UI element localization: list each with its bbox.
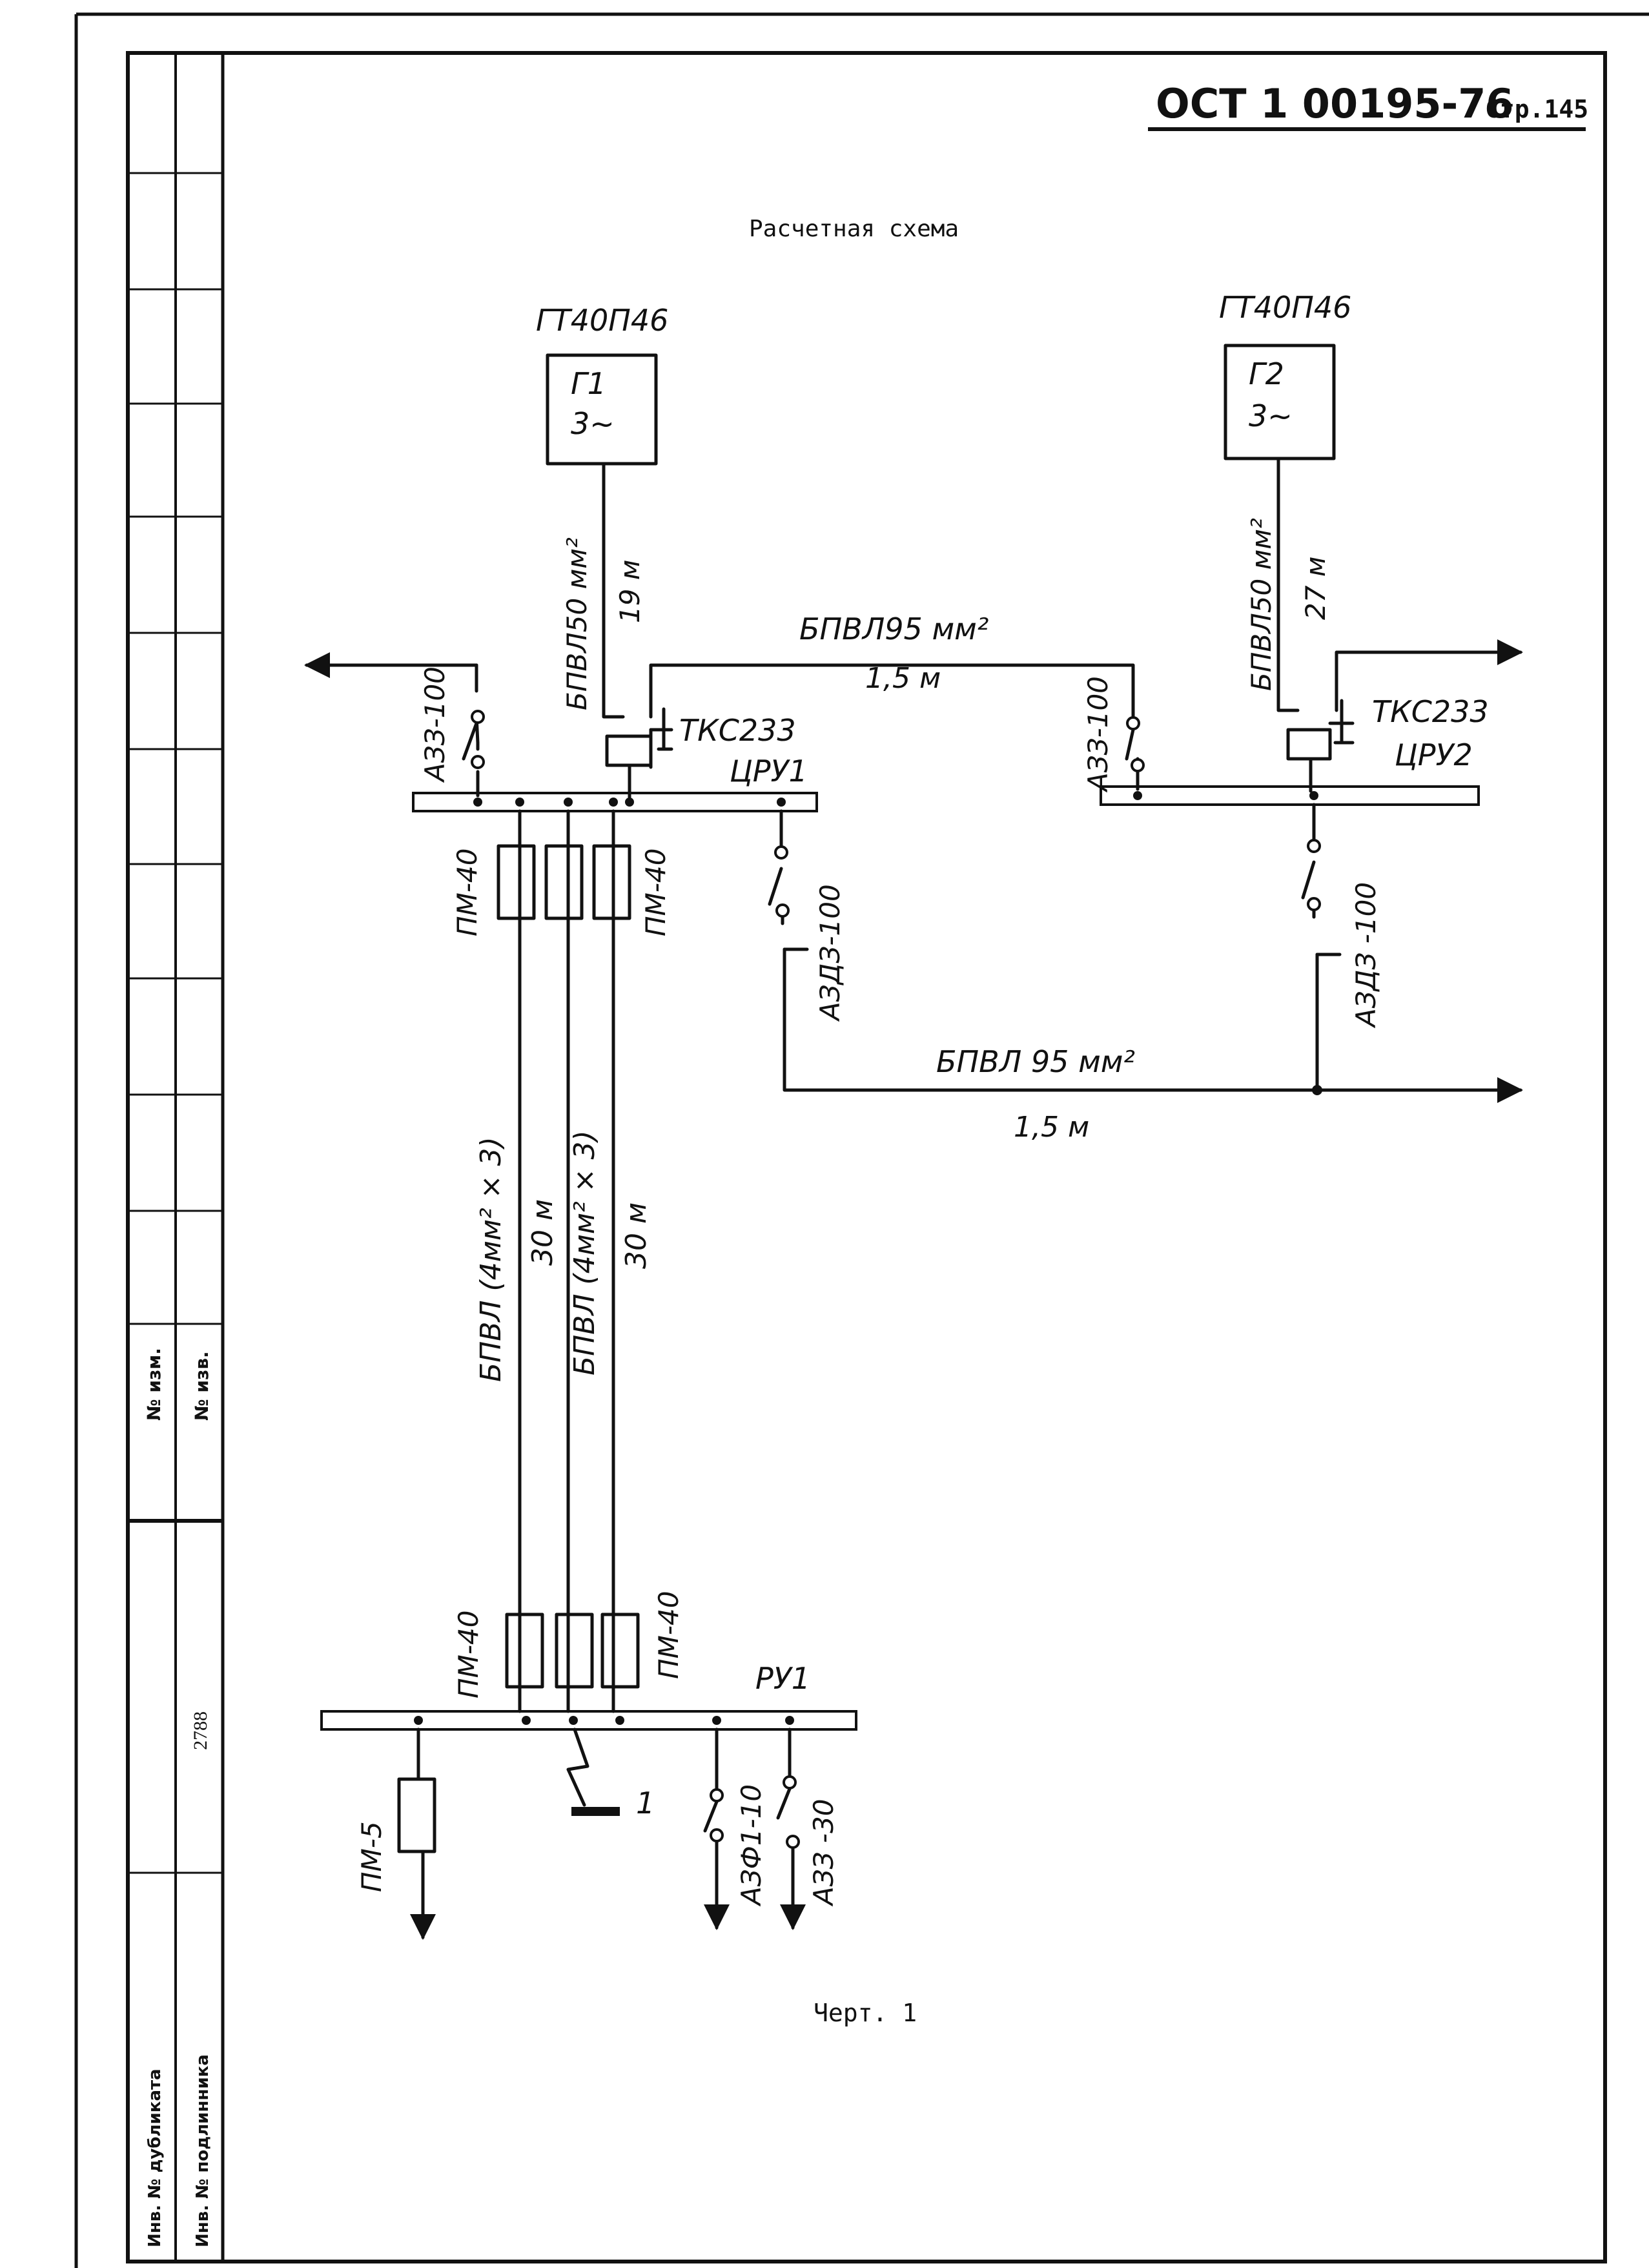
feeder-2-length: 30 м (620, 1202, 653, 1269)
breaker-azd-left: АЗДЗ-100 (814, 884, 846, 1022)
generator-g1-phase: 3~ (571, 406, 615, 441)
tie-top-cable: БПВЛ95 мм² (799, 612, 988, 646)
fuse-pm5: ПМ-5 (356, 1821, 387, 1892)
tie-bottom-length: 1,5 м (1014, 1111, 1089, 1144)
breaker-az3-left: АЗЗ-100 (419, 666, 451, 783)
bus-ru1-label: РУ1 (755, 1661, 810, 1696)
tie-top-length: 1,5 м (865, 662, 941, 695)
stamp-izv: № изв. (191, 1351, 212, 1421)
contactor-left-label: ТКС233 (679, 713, 796, 748)
generator-g1: ГТ40П46 Г1 3~ БПВЛ50 мм² 19 м (536, 303, 668, 710)
bus-cru1-label: ЦРУ1 (730, 754, 808, 789)
circuit-wiring (304, 457, 1523, 1940)
stamp-dublikat: Инв. № дубликата (145, 2068, 165, 2247)
generator-g1-cable: БПВЛ50 мм² (561, 537, 593, 710)
junction-dots (414, 791, 1322, 1725)
feeder-2-cable: БПВЛ (4мм² × 3) (568, 1130, 601, 1376)
generator-g2-cable: БПВЛ50 мм² (1245, 518, 1277, 691)
fuse-top-left: ПМ-40 (451, 849, 483, 936)
switch-contacts (471, 710, 1321, 1849)
generator-g2-length: 27 м (1300, 557, 1331, 620)
figure-caption: Черт. 1 (814, 1999, 917, 2027)
stamp-izm: № изм. (143, 1348, 165, 1421)
stamp: № изм. № изв. 2788 Инв. № дубликата Инв.… (143, 1348, 212, 2247)
doc-code: ОСТ 1 00195-76 (1156, 80, 1514, 127)
tie-bottom-cable: БПВЛ 95 мм² (936, 1044, 1135, 1079)
page-number: Стр.145 (1485, 95, 1588, 123)
generator-g1-name: Г1 (571, 366, 606, 401)
generator-g2-phase: 3~ (1249, 398, 1293, 433)
fuse-top-right: ПМ-40 (640, 849, 671, 936)
bus-cru2-label: ЦРУ2 (1395, 737, 1473, 772)
feeder-1-cable: БПВЛ (4мм² × 3) (475, 1137, 507, 1382)
breaker-az3-30: АЗЗ -30 (808, 1799, 839, 1907)
generator-g2: ГТ40П46 Г2 3~ БПВЛ50 мм² 27 м (1219, 290, 1351, 691)
breaker-azd-right: АЗДЗ -100 (1350, 882, 1382, 1029)
generator-g1-length: 19 м (614, 560, 646, 623)
generator-g2-type: ГТ40П46 (1219, 290, 1351, 325)
fuse-bot-right: ПМ-40 (653, 1591, 684, 1679)
page-header: ОСТ 1 00195-76 Стр.145 (1148, 80, 1588, 131)
generator-g1-type: ГТ40П46 (536, 303, 668, 338)
fault-label: 1 (636, 1786, 655, 1820)
contactor-right-label: ТКС233 (1372, 694, 1489, 729)
schematic-title: Расчетная схема (749, 216, 959, 242)
fuse-bot-left: ПМ-40 (453, 1611, 484, 1698)
sheet-frame (74, 12, 1649, 2268)
generator-g2-name: Г2 (1249, 356, 1284, 391)
feeder-1-length: 30 м (526, 1199, 559, 1266)
labels: ТКС233 ТКС233 ЦРУ1 ЦРУ2 РУ1 БПВЛ95 мм² 1… (356, 612, 1489, 1907)
breaker-az3-right: АЗЗ-100 (1082, 676, 1114, 793)
breaker-azf: АЗФ1-10 (735, 1784, 767, 1907)
stamp-inv-number: 2788 (190, 1711, 211, 1750)
stamp-podlinnik: Инв. № подлинника (193, 2054, 212, 2247)
